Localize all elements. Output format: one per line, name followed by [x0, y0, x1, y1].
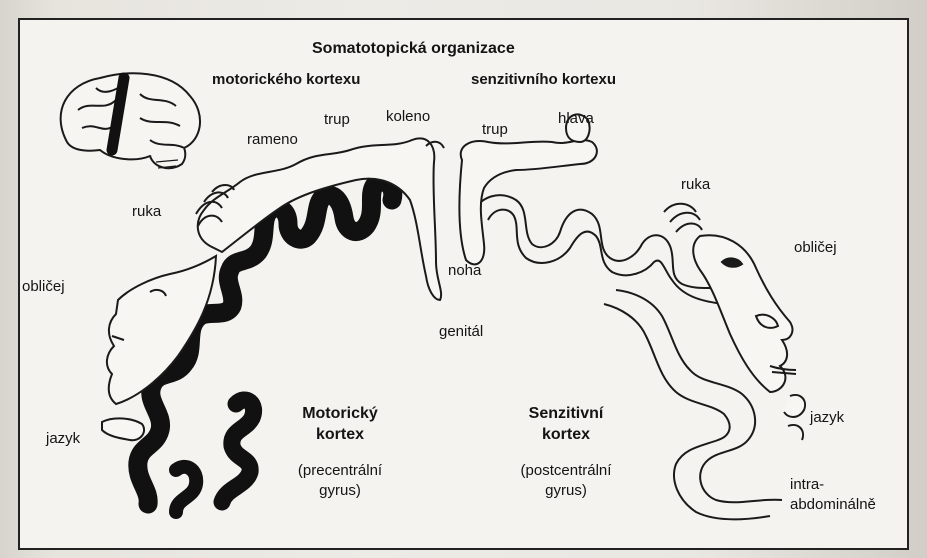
subtitle-motor: motorického kortexu: [212, 71, 360, 89]
motor-cortex-lobe: [222, 400, 254, 502]
motor-cortex-sub-1: (precentrální: [276, 462, 404, 480]
brain-icon: [61, 73, 200, 168]
sensory-cortex-name-1: Senzitivní: [510, 405, 622, 423]
sensory-cortex-sub-2: gyrus): [500, 482, 632, 500]
motor-cortex-sub-2: gyrus): [276, 482, 404, 500]
label-sensory-intra-2: abdominálně: [790, 496, 876, 514]
label-motor-rameno: rameno: [247, 131, 298, 149]
motor-cortex-lobe-2: [176, 467, 196, 512]
label-motor-ruka: ruka: [132, 203, 161, 221]
label-sensory-ruka: ruka: [681, 176, 710, 194]
label-motor-koleno: koleno: [386, 108, 430, 126]
label-motor-jazyk: jazyk: [46, 430, 80, 448]
subtitle-sensory: senzitivního kortexu: [471, 71, 616, 89]
sensory-cortex-sub-1: (postcentrální: [500, 462, 632, 480]
label-motor-oblicej: obličej: [22, 278, 65, 296]
label-sensory-noha: noha: [448, 262, 481, 280]
label-motor-trup: trup: [324, 111, 350, 129]
label-sensory-jazyk: jazyk: [810, 409, 844, 427]
label-sensory-oblicej: obličej: [794, 239, 837, 257]
sensory-homunculus-icon: [459, 114, 805, 440]
diagram-title: Somatotopická organizace: [312, 40, 515, 58]
label-sensory-genital: genitál: [439, 323, 483, 341]
sensory-cortex-name-2: kortex: [510, 426, 622, 444]
label-sensory-trup: trup: [482, 121, 508, 139]
label-sensory-intra-1: intra-: [790, 476, 824, 494]
motor-cortex-name-2: kortex: [282, 426, 398, 444]
label-sensory-hlava: hlava: [558, 110, 594, 128]
motor-cortex-name-1: Motorický: [282, 405, 398, 423]
